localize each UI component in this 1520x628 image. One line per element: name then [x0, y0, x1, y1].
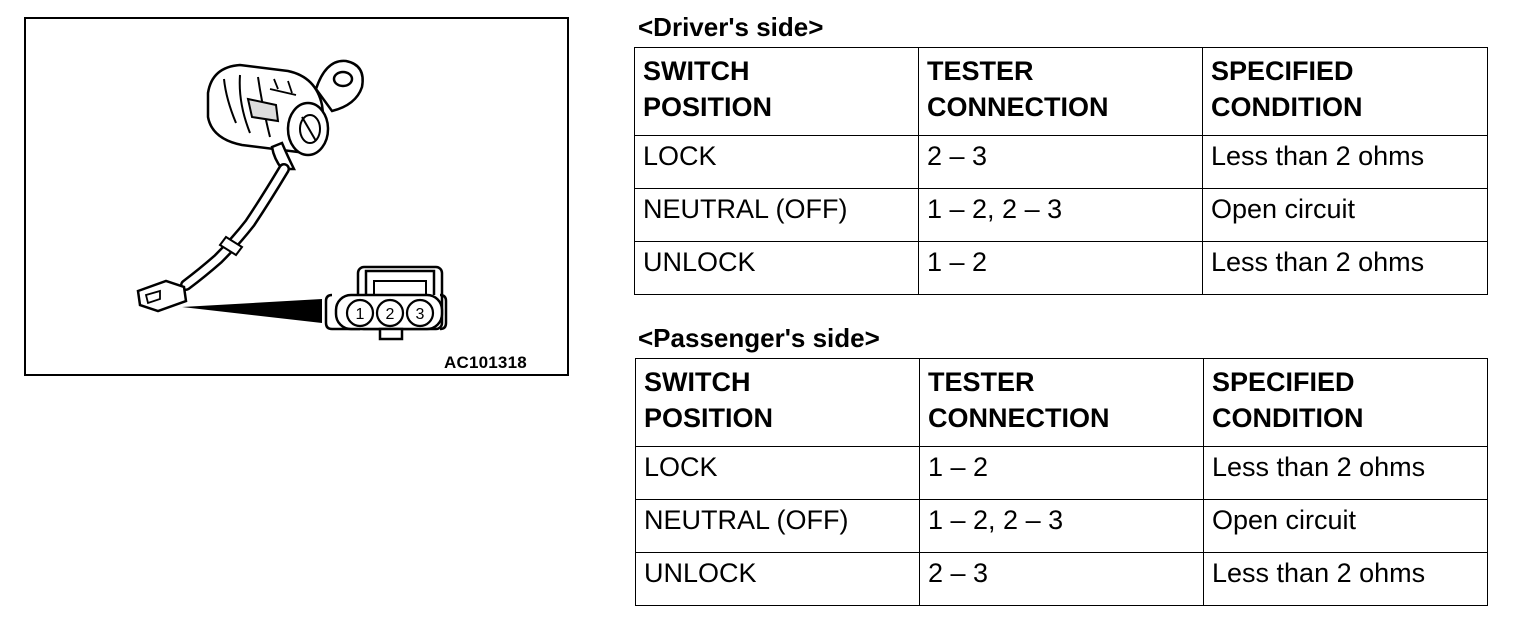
pin-3-label: 3	[416, 306, 425, 323]
cell-switch-position: UNLOCK	[634, 241, 919, 295]
header-specified-condition: SPECIFIED CONDITION	[1202, 47, 1488, 136]
table-row: LOCK 1 – 2 Less than 2 ohms	[635, 446, 1488, 500]
cell-switch-position: LOCK	[634, 135, 919, 189]
cell-specified-condition: Less than 2 ohms	[1202, 241, 1488, 295]
cell-tester-connection: 2 – 3	[918, 135, 1203, 189]
cell-tester-connection: 1 – 2	[918, 241, 1203, 295]
table-row: NEUTRAL (OFF) 1 – 2, 2 – 3 Open circuit	[634, 188, 1488, 242]
table-row: NEUTRAL (OFF) 1 – 2, 2 – 3 Open circuit	[635, 499, 1488, 553]
pin-1-circle	[345, 298, 375, 328]
key-cylinder-switch-illustration: 1 2 3	[136, 59, 448, 341]
pin-3-circle	[405, 298, 435, 328]
drivers-side-table: SWITCH POSITION TESTER CONNECTION SPECIF…	[634, 47, 1488, 295]
cell-tester-connection: 2 – 3	[919, 552, 1204, 606]
table-header-row: SWITCH POSITION TESTER CONNECTION SPECIF…	[635, 358, 1488, 447]
cell-specified-condition: Less than 2 ohms	[1203, 446, 1488, 500]
pin-2-circle	[375, 298, 405, 328]
header-specified-condition: SPECIFIED CONDITION	[1203, 358, 1488, 447]
header-tester-connection: TESTER CONNECTION	[918, 47, 1203, 136]
figure-code: AC101318	[444, 353, 527, 372]
cell-specified-condition: Less than 2 ohms	[1203, 552, 1488, 606]
header-switch-position: SWITCH POSITION	[634, 47, 919, 136]
cell-switch-position: LOCK	[635, 446, 920, 500]
cell-specified-condition: Open circuit	[1202, 188, 1488, 242]
switch-figure: 1 2 3 AC101318	[24, 17, 569, 376]
table-row: UNLOCK 1 – 2 Less than 2 ohms	[634, 241, 1488, 295]
cell-specified-condition: Less than 2 ohms	[1202, 135, 1488, 189]
cell-specified-condition: Open circuit	[1203, 499, 1488, 553]
cell-switch-position: UNLOCK	[635, 552, 920, 606]
cell-tester-connection: 1 – 2, 2 – 3	[918, 188, 1203, 242]
cell-tester-connection: 1 – 2, 2 – 3	[919, 499, 1204, 553]
table-row: UNLOCK 2 – 3 Less than 2 ohms	[635, 552, 1488, 606]
pin-2-label: 2	[386, 306, 395, 323]
header-switch-position: SWITCH POSITION	[635, 358, 920, 447]
cell-switch-position: NEUTRAL (OFF)	[635, 499, 920, 553]
cell-tester-connection: 1 – 2	[919, 446, 1204, 500]
passengers-side-title: <Passenger's side>	[638, 323, 880, 353]
pin-1-label: 1	[356, 306, 365, 323]
table-header-row: SWITCH POSITION TESTER CONNECTION SPECIF…	[634, 47, 1488, 136]
header-tester-connection: TESTER CONNECTION	[919, 358, 1204, 447]
cell-switch-position: NEUTRAL (OFF)	[634, 188, 919, 242]
table-row: LOCK 2 – 3 Less than 2 ohms	[634, 135, 1488, 189]
passengers-side-table: SWITCH POSITION TESTER CONNECTION SPECIF…	[635, 358, 1488, 606]
drivers-side-title: <Driver's side>	[638, 12, 824, 42]
